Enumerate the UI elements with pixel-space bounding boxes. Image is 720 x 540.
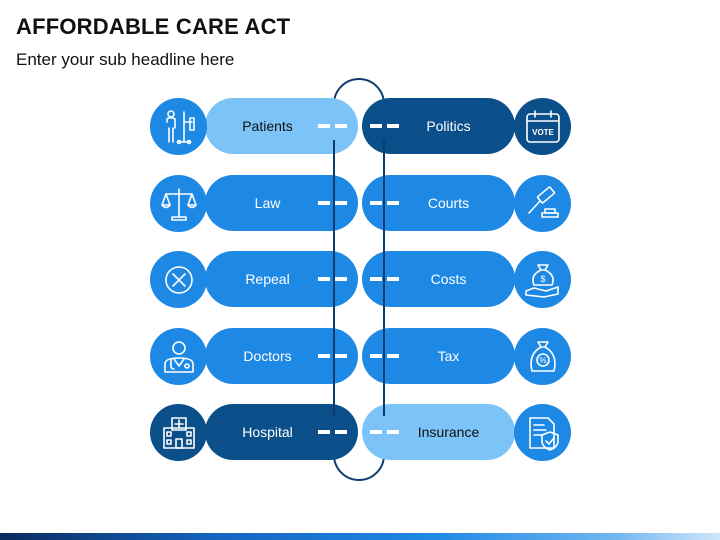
vote-icon: VOTE [514, 98, 571, 155]
pill-label: Courts [427, 195, 470, 211]
pill-label: Doctors [243, 348, 292, 364]
pill-label: Insurance [417, 424, 480, 440]
slide-subtitle: Enter your sub headline here [16, 50, 235, 69]
cancel-icon [150, 251, 207, 308]
tax-bag-icon: % [514, 328, 571, 385]
svg-text:$: $ [540, 274, 545, 284]
pill-label: Repeal [245, 271, 290, 287]
hospital-icon [150, 404, 207, 461]
pill-label: Hospital [242, 424, 293, 440]
gavel-icon [514, 175, 571, 232]
pill-law: Law [205, 175, 358, 231]
pill-label: Costs [430, 271, 467, 287]
pill-repeal: Repeal [205, 251, 358, 307]
money-bag-hand-icon: $ [514, 251, 571, 308]
pill-label: Patients [242, 118, 293, 134]
svg-text:%: % [539, 356, 546, 365]
slide-title: AFFORDABLE CARE ACT [16, 14, 291, 39]
doctor-icon [150, 328, 207, 385]
pill-hospital: Hospital [205, 404, 358, 460]
pill-doctors: Doctors [205, 328, 358, 384]
svg-text:VOTE: VOTE [532, 128, 554, 137]
footer-gradient-bar [0, 533, 720, 540]
pill-label: Politics [426, 118, 471, 134]
pill-patients: Patients [205, 98, 358, 154]
insurance-document-icon [514, 404, 571, 461]
patients-icon [150, 98, 207, 155]
pill-label: Tax [437, 348, 460, 364]
pill-insurance: Insurance [362, 404, 515, 460]
pill-label: Law [254, 195, 281, 211]
scales-icon [150, 175, 207, 232]
